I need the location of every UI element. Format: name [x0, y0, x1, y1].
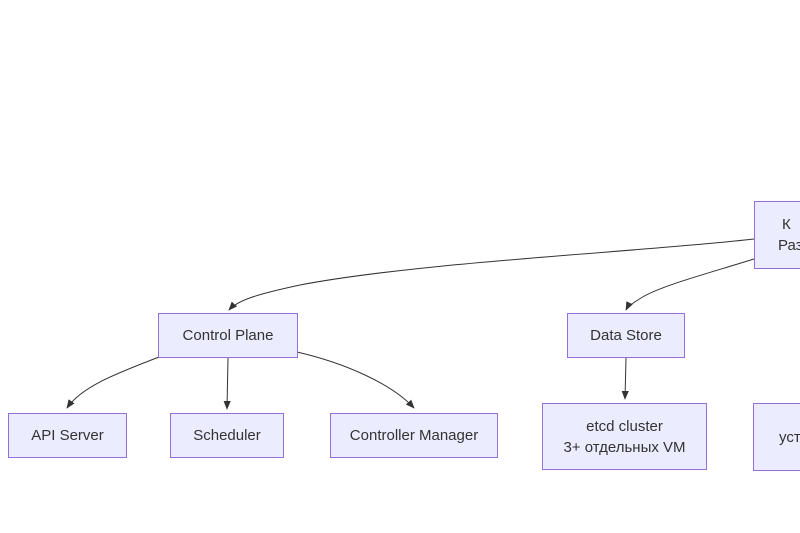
node-scheduler: Scheduler — [170, 413, 284, 458]
node-bottom-right-label-line2: уста — [779, 428, 800, 446]
node-control-plane-label: Control Plane — [182, 327, 274, 344]
node-api-server-label: API Server — [31, 427, 104, 444]
node-bottom-right-clipped: уста — [753, 403, 800, 471]
node-data-store-label: Data Store — [590, 327, 662, 344]
edge-control-plane-to-scheduler — [223, 357, 231, 410]
node-root-label-line2: Раз — [778, 237, 800, 254]
node-etcd-label-line2: 3+ отдельных VM — [563, 438, 686, 456]
node-controller-manager: Controller Manager — [330, 413, 498, 458]
node-root-clipped: К Раз — [754, 201, 800, 269]
edge-root-to-data-store — [625, 258, 755, 311]
edge-data-store-to-etcd — [621, 357, 629, 400]
node-api-server: API Server — [8, 413, 127, 458]
node-scheduler-label: Scheduler — [193, 427, 261, 444]
node-etcd-cluster: etcd cluster 3+ отдельных VM — [542, 403, 707, 470]
edge-control-plane-to-controller-manager — [296, 351, 415, 409]
node-control-plane: Control Plane — [158, 313, 298, 358]
node-etcd-label-line1: etcd cluster — [586, 417, 663, 435]
edge-control-plane-to-api-server — [66, 356, 160, 409]
node-data-store: Data Store — [567, 313, 685, 358]
node-root-label-line1: К — [782, 216, 791, 233]
edge-root-to-control-plane — [228, 238, 755, 311]
node-controller-manager-label: Controller Manager — [349, 427, 479, 444]
